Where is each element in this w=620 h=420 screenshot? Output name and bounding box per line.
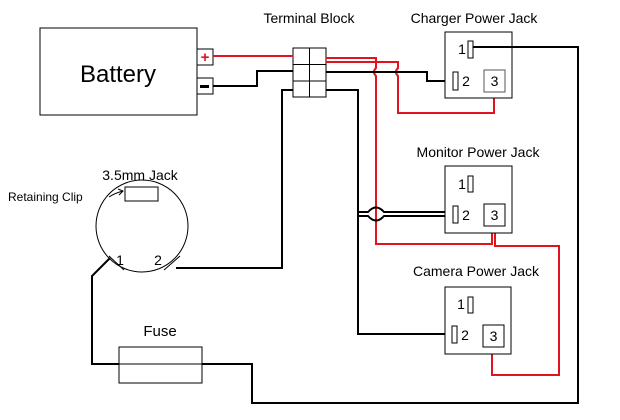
- camera-power-jack: 1 2 3: [444, 286, 512, 355]
- pin-1: [467, 175, 474, 193]
- negative-symbol: [200, 85, 209, 88]
- wire-negative-audio-jack: [176, 89, 293, 269]
- pin-1-label: 1: [457, 296, 465, 312]
- terminal-block-label: Terminal Block: [263, 10, 355, 26]
- audio-pin-1-label: 1: [116, 252, 124, 268]
- pin-3-label: 3: [491, 207, 499, 223]
- pin-2-label: 2: [462, 73, 470, 89]
- wire-negative-monitor-b: [358, 215, 453, 222]
- retaining-clip: [124, 186, 159, 202]
- wire-battery-negative: [213, 70, 293, 87]
- pin-2: [452, 71, 459, 91]
- retaining-clip-label: Retaining Clip: [8, 190, 83, 204]
- wire-negative-monitor-a: [358, 206, 453, 213]
- pin-1-label: 1: [458, 176, 466, 192]
- pin-2: [451, 325, 458, 344]
- battery-body: [39, 27, 198, 116]
- battery-label: Battery: [80, 61, 156, 88]
- terminal-block: [292, 47, 327, 98]
- pin-3-label: 3: [490, 328, 498, 344]
- audio-jack-label: 3.5mm Jack: [102, 167, 178, 183]
- fuse: [118, 346, 203, 384]
- pin-1-label: 1: [458, 41, 466, 57]
- pin-2-label: 2: [462, 207, 470, 223]
- audio-jack-body: [95, 179, 189, 273]
- pin-3: [483, 69, 506, 93]
- battery: Battery +: [39, 27, 214, 116]
- camera-jack-label: Camera Power Jack: [413, 263, 540, 279]
- audio-jack: 1 2: [95, 179, 189, 273]
- audio-pin-2-label: 2: [154, 252, 162, 268]
- charger-power-jack: 1 2 3: [444, 31, 513, 99]
- wire-fuse-to-charger-pin1: [202, 46, 579, 404]
- monitor-power-jack: 1 2 3: [444, 165, 513, 234]
- pin-3: [483, 203, 506, 227]
- wire-negative-charger: [326, 71, 453, 82]
- fuse-label: Fuse: [143, 323, 176, 340]
- retaining-clip-arrow-icon: [108, 188, 124, 198]
- pin-3-label: 3: [491, 73, 499, 89]
- monitor-jack-label: Monitor Power Jack: [417, 144, 541, 160]
- pin-2-label: 2: [461, 327, 469, 343]
- pin-1: [467, 296, 474, 314]
- pin-1: [467, 40, 474, 59]
- pin-3: [482, 324, 505, 348]
- positive-symbol: +: [201, 49, 210, 66]
- pin-2: [452, 205, 459, 224]
- wire-positive-camera: [491, 226, 560, 376]
- charger-jack-label: Charger Power Jack: [411, 10, 539, 26]
- wire-audio-to-fuse: [91, 257, 119, 365]
